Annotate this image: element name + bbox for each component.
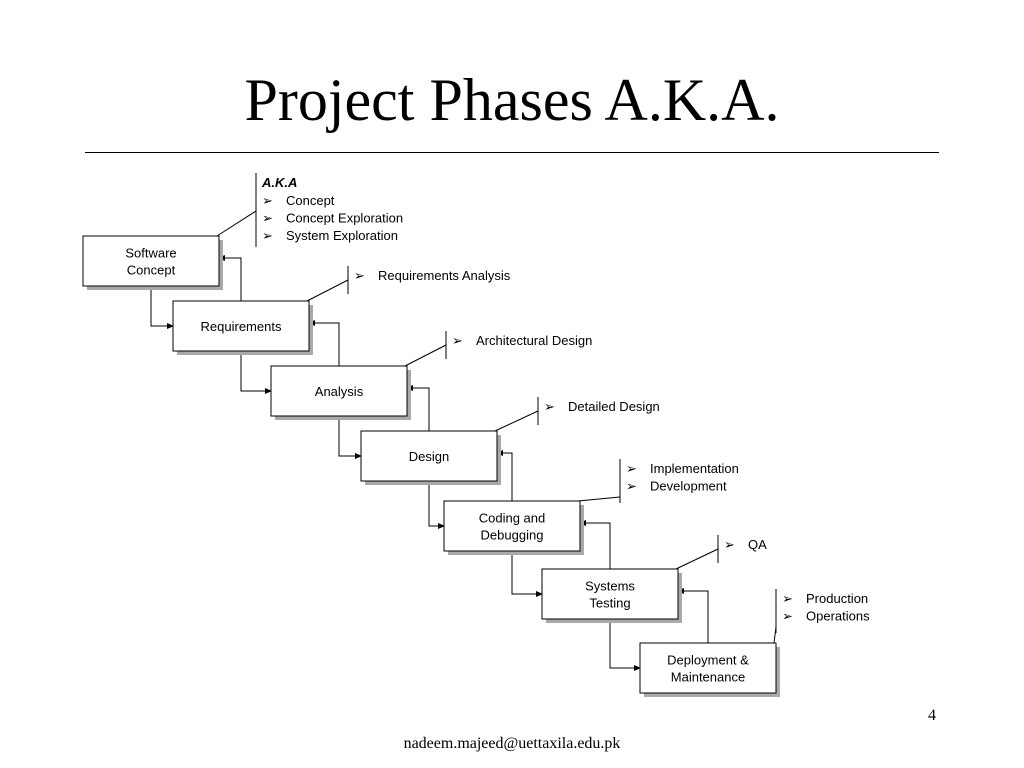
annotation-requirements: ➢ Requirements Analysis	[306, 266, 511, 302]
annotation-coding-debugging: ➢ Implementation ➢ Development	[577, 459, 739, 503]
annotation-leader	[675, 548, 719, 570]
bullet-icon: ➢	[782, 591, 793, 606]
annotation-leader	[306, 279, 349, 302]
phase-label: Concept	[127, 263, 176, 278]
annotation-item: Detailed Design	[568, 399, 660, 414]
annotation-leader	[577, 496, 621, 502]
annotation-leader	[216, 210, 257, 237]
phase-boxes: SoftwareConceptRequirementsAnalysisDesig…	[82, 235, 780, 697]
bullet-icon: ➢	[262, 211, 273, 226]
bullet-icon: ➢	[262, 228, 273, 243]
annotation-leader	[494, 410, 539, 432]
forward-arrow	[609, 619, 641, 671]
phase-box-requirements: Requirements	[172, 300, 313, 355]
phase-label: Analysis	[315, 384, 364, 399]
annotation-item: QA	[748, 537, 767, 552]
phase-label: Maintenance	[671, 670, 745, 685]
annotation-item: Implementation	[650, 461, 739, 476]
annotation-item: Concept	[286, 193, 335, 208]
annotation-systems-testing: ➢ QA	[675, 535, 767, 570]
forward-arrow	[511, 551, 543, 597]
annotation-leader	[773, 626, 777, 644]
annotation-design: ➢ Detailed Design	[494, 397, 660, 432]
bullet-icon: ➢	[354, 268, 365, 283]
box-frame	[82, 235, 220, 287]
feedback-arrow	[308, 320, 340, 366]
annotation-item: Requirements Analysis	[378, 268, 511, 283]
phase-label: Debugging	[481, 528, 544, 543]
footer-email: nadeem.majeed@uettaxila.edu.pk	[403, 735, 621, 752]
box-frame	[443, 500, 581, 552]
feedback-arrow	[677, 588, 709, 643]
bullet-icon: ➢	[452, 333, 463, 348]
bullet-icon: ➢	[782, 609, 793, 624]
phase-label: Testing	[589, 596, 630, 611]
annotation-heading: A.K.A	[261, 175, 297, 190]
bullet-icon: ➢	[544, 399, 555, 414]
phase-box-design: Design	[360, 430, 501, 485]
page-number: 4	[928, 707, 936, 724]
annotation-item: Development	[650, 479, 727, 494]
box-frame	[172, 300, 310, 352]
box-frame	[639, 642, 777, 694]
annotation-leader	[404, 344, 447, 367]
bullet-icon: ➢	[626, 479, 637, 494]
feedback-arrow	[406, 385, 430, 431]
forward-arrow	[240, 351, 272, 394]
bullet-icon: ➢	[626, 461, 637, 476]
phase-label: Design	[409, 449, 449, 464]
annotations: A.K.A ➢ Concept ➢ Concept Exploration ➢ System…	[216, 173, 870, 644]
phase-label: Requirements	[201, 319, 282, 334]
phase-label: Software	[125, 246, 176, 261]
annotation-item: System Exploration	[286, 228, 398, 243]
title-divider	[85, 152, 939, 153]
bullet-icon: ➢	[724, 537, 735, 552]
connectors	[150, 255, 709, 671]
phase-box-analysis: Analysis	[270, 365, 411, 420]
forward-arrow	[428, 481, 445, 529]
forward-arrow	[338, 416, 362, 459]
annotation-software-concept: A.K.A ➢ Concept ➢ Concept Exploration ➢ System…	[216, 173, 403, 247]
phase-label: Coding and	[479, 511, 546, 526]
annotation-deployment-maintenance: ➢ Production ➢ Operations	[773, 589, 870, 644]
feedback-arrow	[579, 520, 611, 569]
phase-label: Deployment &	[667, 653, 749, 668]
annotation-item: Operations	[806, 609, 870, 624]
annotation-item: Production	[806, 591, 868, 606]
box-frame	[270, 365, 408, 417]
feedback-arrow	[218, 255, 242, 301]
box-frame	[360, 430, 498, 482]
feedback-arrow	[496, 450, 513, 501]
phase-label: Systems	[585, 579, 635, 594]
forward-arrow	[150, 286, 174, 329]
bullet-icon: ➢	[262, 193, 273, 208]
box-frame	[541, 568, 679, 620]
annotation-item: Architectural Design	[476, 333, 592, 348]
annotation-item: Concept Exploration	[286, 211, 403, 226]
slide-title: Project Phases A.K.A.	[244, 67, 780, 133]
phase-box-deployment-maintenance: Deployment & Maintenance	[639, 642, 780, 697]
annotation-analysis: ➢ Architectural Design	[404, 331, 592, 367]
